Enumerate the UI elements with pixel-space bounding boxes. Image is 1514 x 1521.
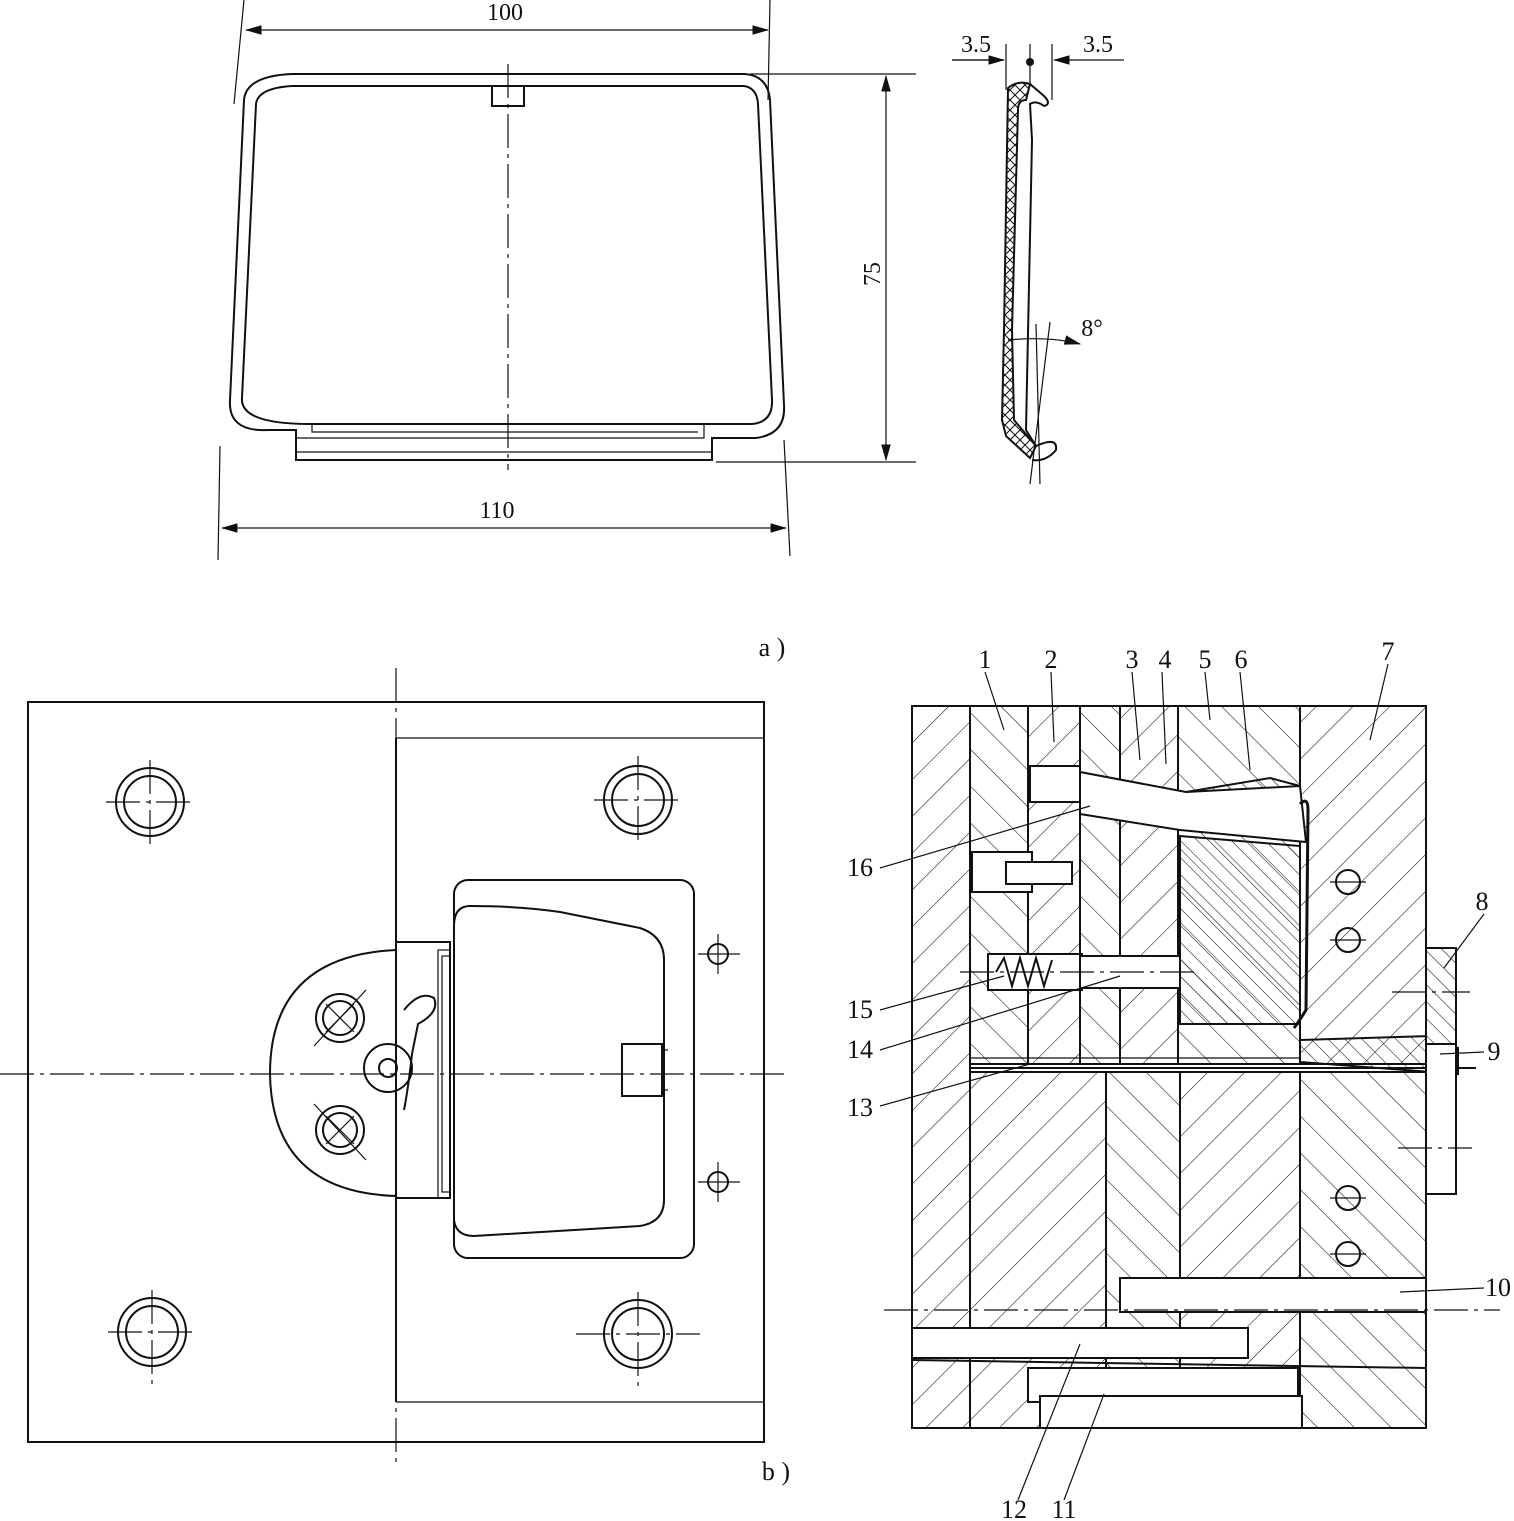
dim-angle-8deg: 8° (1081, 316, 1103, 342)
caption-a: a ) (759, 633, 786, 662)
callout-10: 10 (1485, 1273, 1511, 1302)
guide-pillar (108, 1290, 198, 1388)
guide-pillar (106, 760, 196, 846)
callout-12: 12 (1001, 1495, 1027, 1521)
callout-14: 14 (847, 1035, 873, 1064)
callout-13: 13 (847, 1093, 873, 1122)
dim-height-75: 75 (860, 262, 886, 286)
callout-1: 1 (979, 645, 992, 674)
dim-wall-left: 3.5 (961, 32, 991, 58)
dim-wall-right: 3.5 (1083, 32, 1113, 58)
mold-section-view (884, 705, 1500, 1429)
callout-4: 4 (1159, 645, 1172, 674)
dim-bottom-110: 110 (479, 498, 514, 524)
callout-leaders (879, 663, 1485, 1501)
callout-2: 2 (1045, 645, 1058, 674)
screw (313, 1103, 367, 1161)
mold-plan-view (0, 668, 790, 1466)
screw (313, 989, 367, 1047)
caption-b: b ) (762, 1457, 790, 1486)
callout-9: 9 (1488, 1037, 1501, 1066)
callout-16: 16 (847, 853, 873, 882)
callout-3: 3 (1126, 645, 1139, 674)
part-front-view: 100 110 75 (217, 0, 916, 561)
callout-8: 8 (1476, 887, 1489, 916)
callout-labels: 1 2 3 4 5 6 7 8 9 10 11 12 13 14 15 16 (847, 637, 1511, 1521)
callout-6: 6 (1235, 645, 1248, 674)
callout-15: 15 (847, 995, 873, 1024)
callout-5: 5 (1199, 645, 1212, 674)
dim-top-100: 100 (487, 0, 523, 26)
guide-pillar (576, 1292, 700, 1388)
callout-11: 11 (1051, 1495, 1076, 1521)
callout-7: 7 (1382, 637, 1395, 666)
guide-pillar (594, 756, 684, 844)
part-section-view: 3.5 3.5 8° (952, 32, 1124, 485)
